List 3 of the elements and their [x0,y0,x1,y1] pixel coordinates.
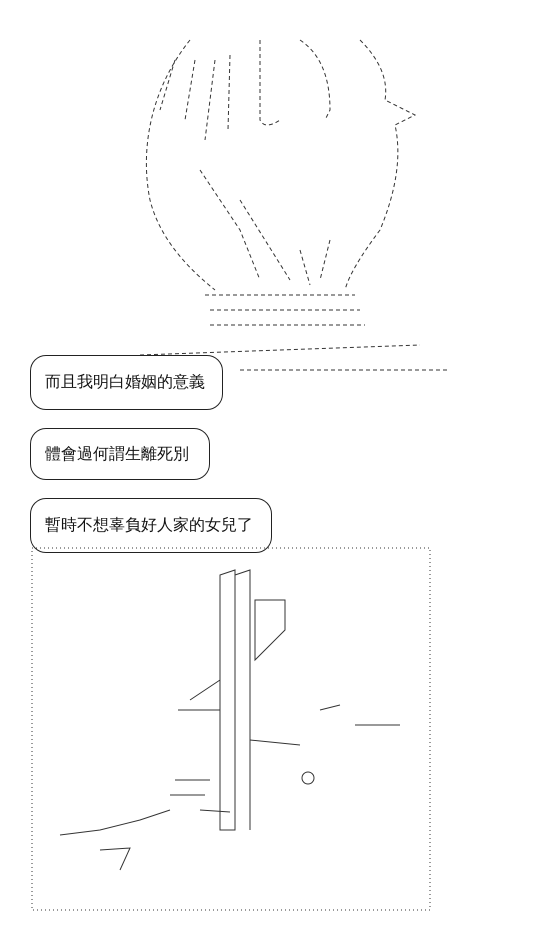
speech-bubble: 暫時不想辜負好人家的女兒了 [30,498,272,553]
speech-bubble: 而且我明白婚姻的意義 [30,355,223,410]
speech-bubble: 體會過何謂生離死別 [30,428,210,480]
